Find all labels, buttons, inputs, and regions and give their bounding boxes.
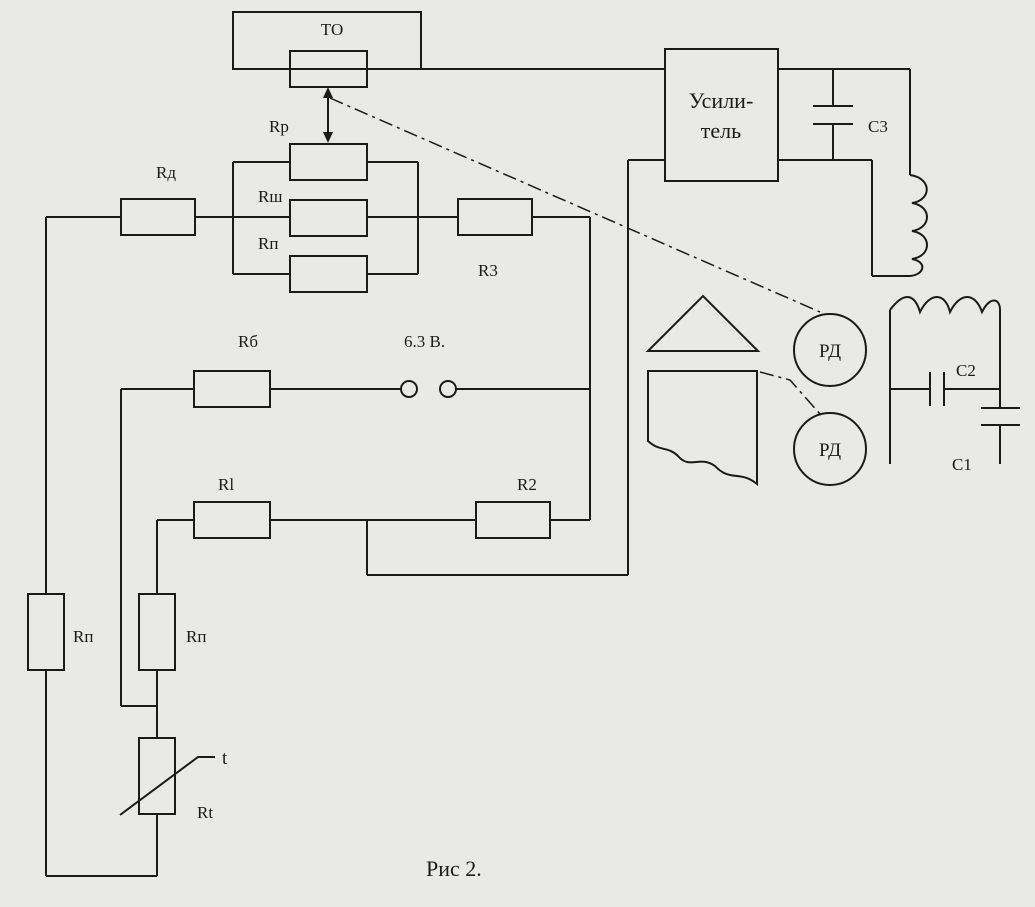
- rd-resistor: [120, 198, 196, 236]
- triangle-pointer: [645, 294, 761, 352]
- rt-thermistor: [138, 737, 176, 815]
- r3-resistor: [457, 198, 533, 236]
- rp-left-resistor: [27, 593, 65, 671]
- scale-flag: [647, 370, 758, 487]
- rp-resistor: [289, 143, 368, 181]
- supply-terminal-2: [439, 380, 457, 398]
- rp-left-label: Rп: [73, 627, 93, 646]
- rn-label: Rп: [258, 234, 278, 253]
- supply-terminal-1: [400, 380, 418, 398]
- motor-rd-2: [793, 412, 867, 486]
- rsh-label: Rш: [258, 187, 282, 206]
- rp-mid-resistor: [138, 593, 176, 671]
- mechanical-link: [329, 97, 821, 313]
- rb-resistor: [193, 370, 271, 408]
- r1-label: Rl: [218, 475, 234, 494]
- amplifier-box: [664, 48, 779, 182]
- rn-resistor: [289, 255, 368, 293]
- thermistor-arrow: [119, 756, 215, 816]
- r2-resistor: [475, 501, 551, 539]
- rp-mid-label: Rп: [186, 627, 206, 646]
- motor-rd-1: [793, 313, 867, 387]
- rd-label: Rд: [156, 163, 176, 182]
- rb-label: Rб: [238, 332, 258, 351]
- rsh-resistor: [289, 199, 368, 237]
- mechanical-link-2: [759, 371, 821, 415]
- to-label: ТО: [321, 20, 343, 39]
- c2-label: С2: [956, 361, 976, 380]
- r3-label: R3: [478, 261, 498, 280]
- t-label: t: [222, 748, 228, 769]
- r1-resistor: [193, 501, 271, 539]
- amp-label-1: Усили-: [689, 88, 754, 113]
- figure-caption: Рис 2.: [426, 856, 482, 881]
- rp-label: Rр: [269, 117, 289, 136]
- voltage-label: 6.3 В.: [404, 332, 445, 351]
- rt-label: Rt: [197, 803, 213, 822]
- motor-winding: [889, 296, 1001, 315]
- motor2-label: РД: [819, 440, 841, 461]
- arrow-head-down: [323, 132, 333, 143]
- c1-label: С1: [952, 455, 972, 474]
- amp-label-2: тель: [701, 118, 741, 143]
- to-frame: [232, 11, 422, 70]
- winding-coil: [909, 174, 928, 277]
- r2-label: R2: [517, 475, 537, 494]
- arrow-head-up: [323, 87, 333, 98]
- c3-label: С3: [868, 117, 888, 136]
- motor1-label: РД: [819, 341, 841, 362]
